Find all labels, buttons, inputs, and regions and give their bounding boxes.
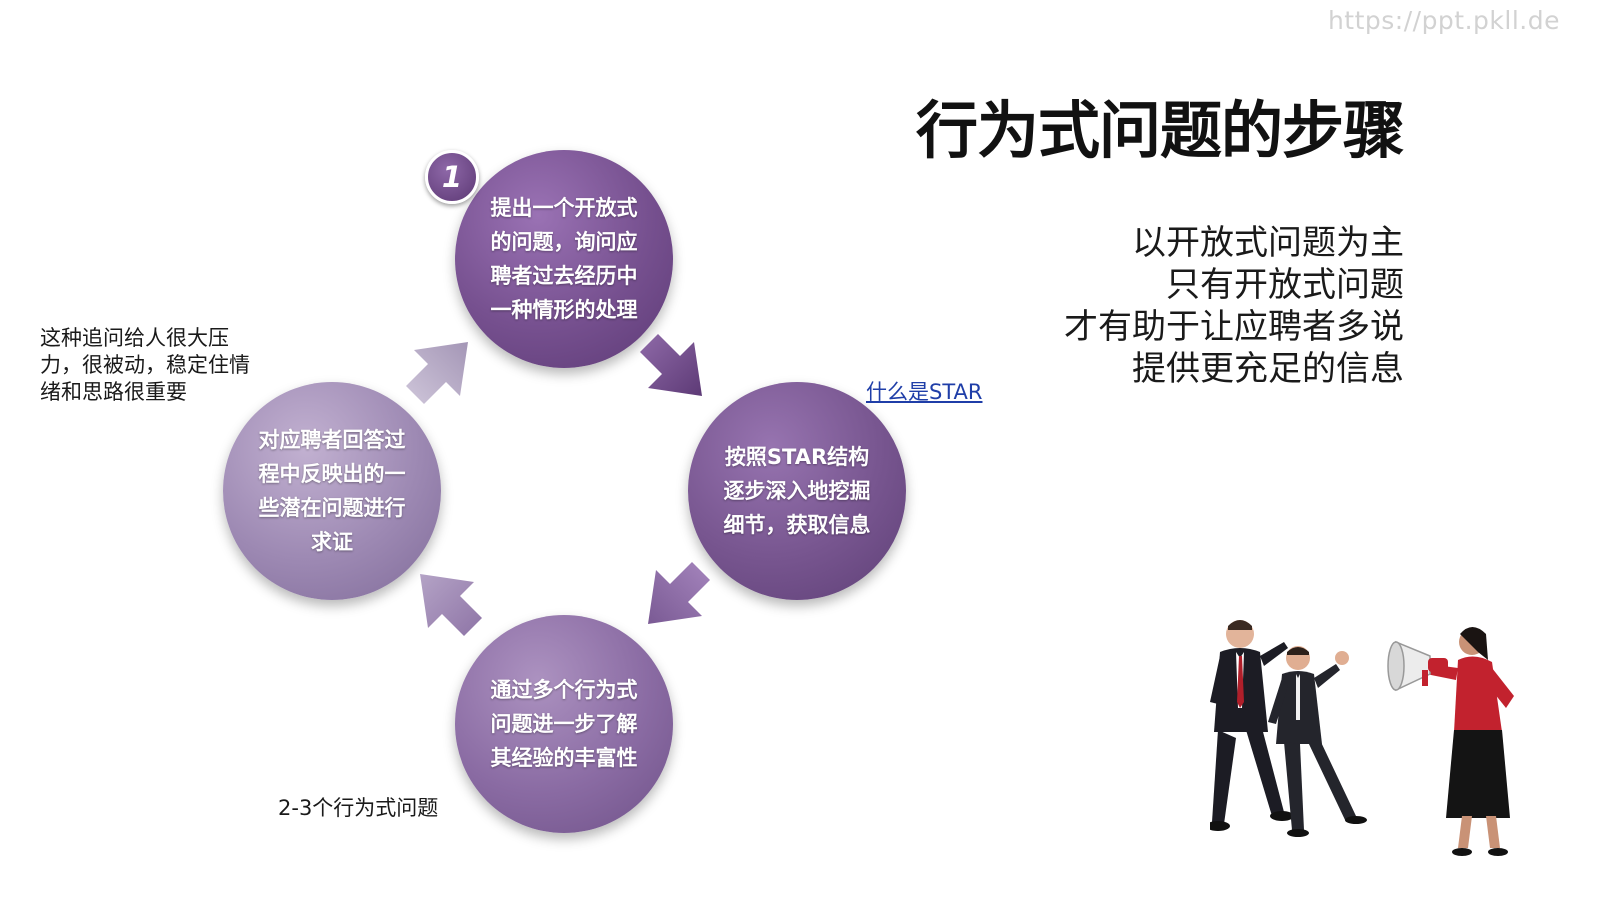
arrow-step3-to-step4	[420, 574, 482, 636]
step-3-text: 通过多个行为式问题进一步了解其经验的丰富性	[490, 678, 638, 770]
arrow-step2-to-step3	[648, 562, 710, 624]
page-title: 行为式问题的步骤	[915, 94, 1405, 167]
step-number-badge: 1	[425, 150, 479, 204]
key-points: 以开放式问题为主 只有开放式问题 才有助于让应聘者多说 提供更充足的信息	[1064, 222, 1404, 390]
bottom-note: 2-3个行为式问题	[278, 796, 439, 820]
point-4: 提供更充足的信息	[1132, 349, 1404, 389]
step-4-text: 对应聘者回答过程中反映出的一些潜在问题进行求证	[258, 428, 406, 554]
left-note: 这种追问给人很大压力，很被动，稳定住情绪和思路很重要	[40, 326, 250, 404]
arrow-step1-to-step2	[640, 334, 702, 396]
star-link[interactable]: 什么是STAR	[866, 380, 983, 404]
arrow-step4-to-step1	[406, 342, 468, 404]
step-4-circle: 对应聘者回答过程中反映出的一些潜在问题进行求证	[223, 382, 441, 600]
point-2: 只有开放式问题	[1166, 265, 1404, 305]
point-1: 以开放式问题为主	[1132, 223, 1404, 263]
step-2-circle: 按照STAR结构逐步深入地挖掘细节，获取信息	[688, 382, 906, 600]
man-middle-figure	[1268, 646, 1367, 837]
step-2-text: 按照STAR结构逐步深入地挖掘细节，获取信息	[723, 445, 871, 537]
step-1-text: 提出一个开放式的问题，询问应聘者过去经历中一种情形的处理	[490, 196, 638, 322]
step-1-circle: 提出一个开放式的问题，询问应聘者过去经历中一种情形的处理	[455, 150, 673, 368]
point-3: 才有助于让应聘者多说	[1064, 307, 1404, 347]
step-3-circle: 通过多个行为式问题进一步了解其经验的丰富性	[455, 615, 673, 833]
megaphone-illustration	[1210, 620, 1514, 856]
watermark: https://ppt.pkll.de	[1327, 6, 1560, 35]
man-left-figure	[1210, 620, 1294, 831]
woman-with-megaphone-figure	[1387, 627, 1514, 856]
